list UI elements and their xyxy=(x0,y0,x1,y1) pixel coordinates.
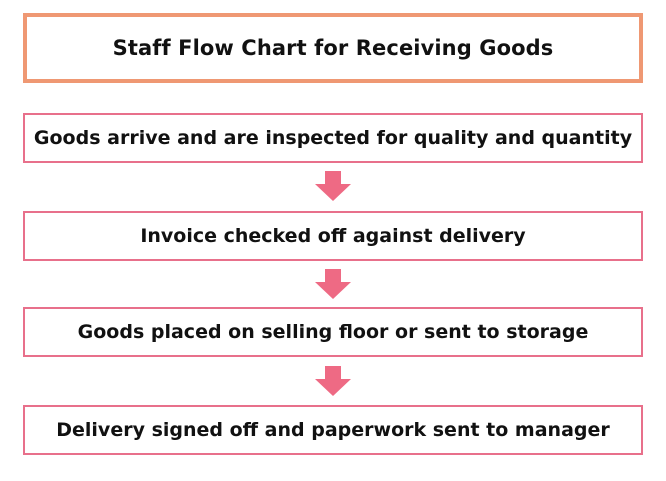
flow-step-4: Delivery signed off and paperwork sent t… xyxy=(23,405,643,455)
flow-step-1-label: Goods arrive and are inspected for quali… xyxy=(33,127,633,149)
flowchart-title-box: Staff Flow Chart for Receiving Goods xyxy=(23,13,643,83)
arrow-down-icon xyxy=(315,171,351,201)
flow-step-3: Goods placed on selling floor or sent to… xyxy=(23,307,643,357)
flow-step-3-label: Goods placed on selling floor or sent to… xyxy=(77,321,589,343)
flow-step-4-label: Delivery signed off and paperwork sent t… xyxy=(56,419,610,441)
flow-step-1: Goods arrive and are inspected for quali… xyxy=(23,113,643,163)
flowchart-title: Staff Flow Chart for Receiving Goods xyxy=(112,36,554,60)
arrow-down-icon xyxy=(315,366,351,396)
arrow-down-icon xyxy=(315,269,351,299)
flow-step-2: Invoice checked off against delivery xyxy=(23,211,643,261)
flow-step-2-label: Invoice checked off against delivery xyxy=(140,225,526,247)
